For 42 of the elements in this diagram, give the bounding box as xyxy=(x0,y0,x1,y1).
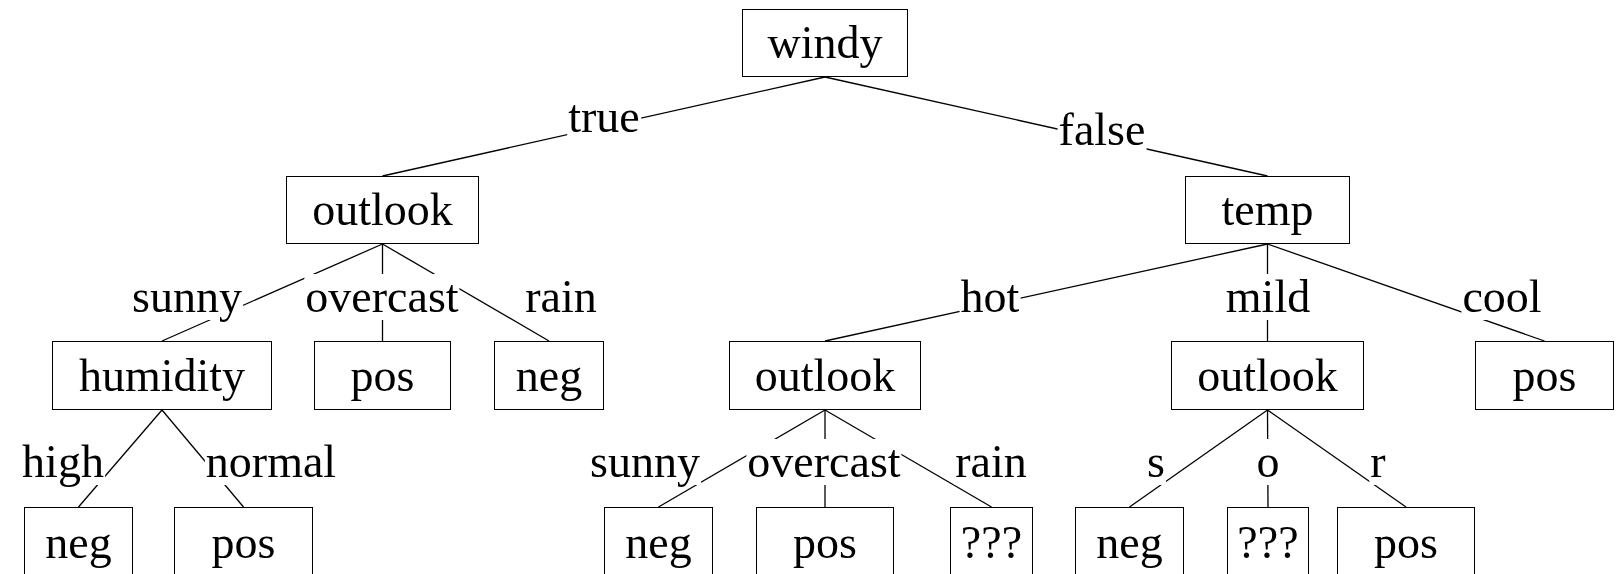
connector-line xyxy=(1266,409,1407,508)
tree-node-box xyxy=(52,341,272,410)
node-label: pos xyxy=(793,520,857,566)
connector-line xyxy=(77,409,163,508)
tree-node-box xyxy=(950,507,1033,574)
tree-node-box xyxy=(1185,176,1350,244)
connector-line xyxy=(1266,243,1546,342)
node-label: neg xyxy=(515,352,583,399)
edge-label: overcast xyxy=(304,274,460,320)
node-label: neg xyxy=(1096,520,1163,566)
node-label: outlook xyxy=(312,187,453,233)
tree-node-box xyxy=(729,341,921,410)
tree-node-box xyxy=(1171,341,1364,410)
tree-node-box xyxy=(604,507,713,574)
node-label: pos xyxy=(1512,352,1577,399)
tree-node-box xyxy=(494,341,604,410)
node-label: ??? xyxy=(1237,520,1299,566)
tree-node-box xyxy=(286,176,479,244)
edge-label: overcast xyxy=(746,439,902,485)
node-label: windy xyxy=(767,20,883,66)
node-label: pos xyxy=(350,352,415,399)
node-label: neg xyxy=(45,520,112,566)
node-label: humidity xyxy=(78,352,246,399)
tree-node-box xyxy=(742,9,908,77)
node-label: pos xyxy=(1374,520,1438,566)
node-label: ??? xyxy=(960,520,1023,566)
tree-node-box xyxy=(1075,507,1184,574)
tree-node-box xyxy=(756,507,894,574)
connector-line xyxy=(1128,409,1269,508)
tree-node-box xyxy=(1227,507,1309,574)
tree-node-box xyxy=(24,507,133,574)
edge-label: mild xyxy=(1224,274,1312,320)
tree-node-box xyxy=(314,341,451,410)
node-label: pos xyxy=(211,520,276,566)
node-label: neg xyxy=(625,520,692,566)
tree-node-box xyxy=(1337,507,1475,574)
node-label: outlook xyxy=(1197,352,1338,399)
tree-node-box xyxy=(174,507,313,574)
edge-label: o xyxy=(1255,439,1281,485)
tree-node-box xyxy=(1475,341,1614,410)
node-label: temp xyxy=(1221,187,1314,233)
node-label: outlook xyxy=(754,352,896,399)
